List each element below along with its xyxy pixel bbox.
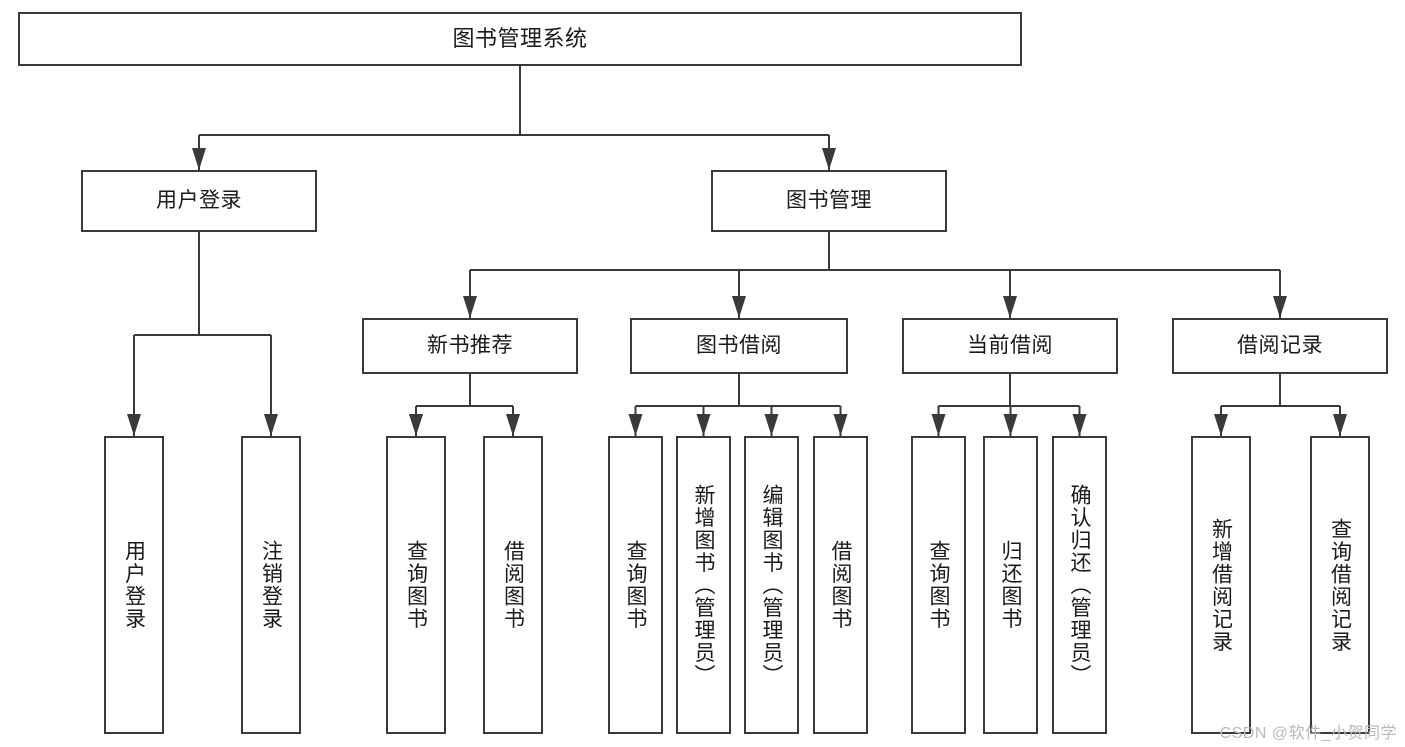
node-label: 注销登录 [259,540,283,630]
arrowhead-icon [463,296,477,318]
node-label: 借阅记录 [1237,333,1323,357]
arrowhead-icon [732,296,746,318]
node-l-query2[interactable]: 查询图书 [608,436,663,734]
node-label: 用户登录 [156,188,242,212]
node-l-logout[interactable]: 注销登录 [241,436,301,734]
node-label: 新增借阅记录 [1209,517,1233,653]
arrowhead-icon [696,414,711,436]
watermark: CSDN @软件_小贺同学 [1219,725,1397,742]
arrowhead-icon [1214,414,1228,436]
node-label: 编辑图书（管理员） [760,483,783,687]
node-root[interactable]: 图书管理系统 [18,12,1022,66]
arrowhead-icon [764,414,779,436]
node-label: 新增图书（管理员） [692,483,715,687]
node-l-return[interactable]: 归还图书 [983,436,1038,734]
arrowhead-icon [1072,414,1087,436]
node-current[interactable]: 当前借阅 [902,318,1118,374]
arrowhead-icon [1003,414,1018,436]
node-label: 查询图书 [404,540,428,630]
node-l-borrow1[interactable]: 借阅图书 [483,436,543,734]
node-label: 图书借阅 [696,333,782,357]
node-label: 图书管理 [786,188,872,212]
node-login[interactable]: 用户登录 [81,170,317,232]
node-records[interactable]: 借阅记录 [1172,318,1388,374]
node-borrow[interactable]: 图书借阅 [630,318,848,374]
arrowhead-icon [931,414,946,436]
node-l-userlogin[interactable]: 用户登录 [104,436,164,734]
node-l-confirm[interactable]: 确认归还（管理员） [1052,436,1107,734]
node-label: 用户登录 [122,540,146,630]
node-bookmgmt[interactable]: 图书管理 [711,170,947,232]
node-label: 确认归还（管理员） [1068,483,1091,687]
node-label: 图书管理系统 [452,26,588,52]
node-label: 查询图书 [624,540,647,630]
node-l-addrec[interactable]: 新增借阅记录 [1191,436,1251,734]
arrowhead-icon [409,414,423,436]
node-label: 借阅图书 [829,540,852,630]
node-l-query3[interactable]: 查询图书 [911,436,966,734]
arrowhead-icon [1333,414,1347,436]
arrowhead-icon [1003,296,1017,318]
node-l-borrow2[interactable]: 借阅图书 [813,436,868,734]
node-label: 归还图书 [999,540,1022,630]
arrowhead-icon [192,148,206,170]
node-label: 借阅图书 [501,540,525,630]
node-l-queryrec[interactable]: 查询借阅记录 [1310,436,1370,734]
node-label: 查询图书 [927,540,950,630]
arrowhead-icon [628,414,643,436]
arrowhead-icon [506,414,520,436]
node-label: 新书推荐 [427,333,513,357]
node-l-addbook[interactable]: 新增图书（管理员） [676,436,731,734]
arrowhead-icon [127,414,141,436]
node-label: 查询借阅记录 [1328,517,1352,653]
node-label: 当前借阅 [967,333,1053,357]
arrowhead-icon [833,414,848,436]
arrowhead-icon [264,414,278,436]
node-l-query1[interactable]: 查询图书 [386,436,446,734]
arrowhead-icon [1273,296,1287,318]
node-l-editbook[interactable]: 编辑图书（管理员） [744,436,799,734]
node-newbook[interactable]: 新书推荐 [362,318,578,374]
arrowhead-icon [822,148,836,170]
